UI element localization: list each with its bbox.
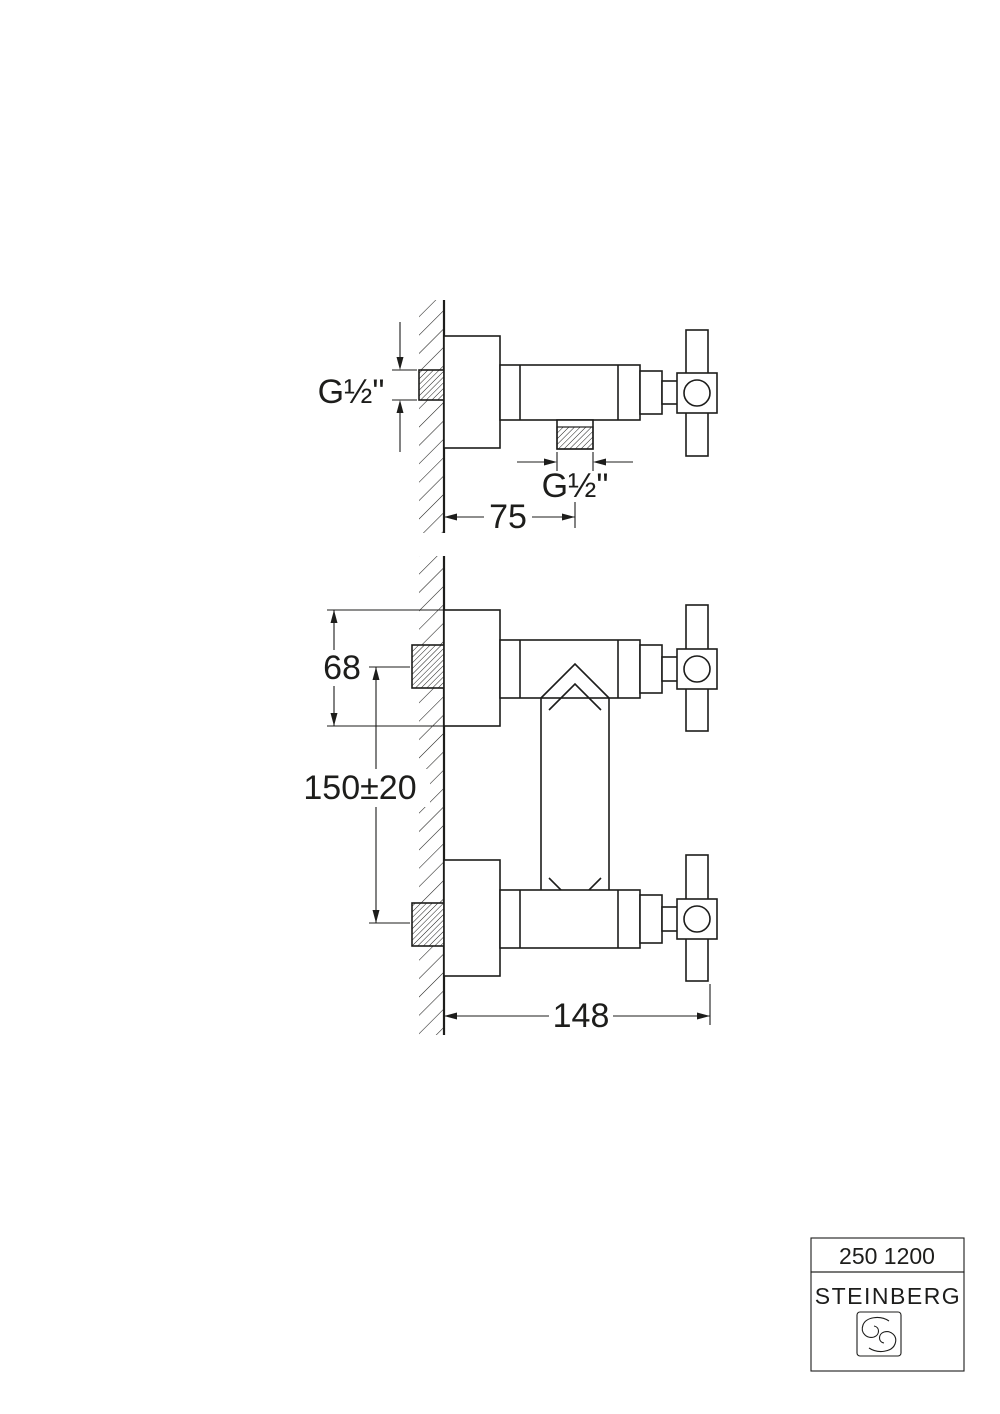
break-chevron-top-inner (548, 682, 602, 711)
wall-hatch (419, 300, 444, 533)
flange-dim-label: 68 (323, 649, 361, 687)
handle-hub (676, 372, 718, 414)
wall-thread-label: G½" (318, 373, 385, 411)
wall-nipple-top (411, 644, 445, 689)
mixer-column (540, 662, 610, 926)
depth-dim-label: 75 (489, 498, 527, 536)
overall-dim-label: 148 (553, 997, 610, 1035)
steinberg-logo-icon (856, 1311, 902, 1357)
top-elbow (443, 604, 718, 732)
wall-nipple (418, 369, 445, 401)
wall-flange (443, 335, 501, 449)
handle-hub-circle (683, 905, 711, 933)
wall-flange (443, 609, 501, 727)
handle-hub (676, 648, 718, 690)
dimension-spacing-150: 150±20 (290, 666, 430, 924)
wall-nipple-bottom (411, 902, 445, 947)
valve-body (499, 889, 641, 949)
dimension-wall-thread: G½" (318, 322, 417, 452)
valve-bonnet (639, 644, 663, 694)
bottom-elbow (443, 854, 718, 982)
title-block: 250 1200 STEINBERG (810, 1237, 965, 1372)
dimension-depth-75: 75 (444, 498, 576, 536)
outlet-stub (556, 419, 594, 450)
dimension-flange-68: 68 (318, 609, 444, 727)
dimension-outlet-thread: G½" (517, 452, 633, 505)
cross-handle (676, 329, 718, 457)
spacing-dim-label: 150±20 (303, 769, 416, 807)
front-view: 68 150±20 148 (290, 556, 718, 1035)
dimension-overall-148: 148 (444, 984, 711, 1035)
handle-hub-circle (683, 655, 711, 683)
brand-name: STEINBERG (815, 1283, 961, 1309)
wall-flange (443, 859, 501, 977)
valve-bonnet (639, 370, 663, 415)
outlet-thread-label: G½" (542, 467, 609, 505)
valve-body (499, 364, 641, 421)
handle-hub-circle (683, 379, 711, 407)
handle-hub (676, 898, 718, 940)
model-number: 250 1200 (839, 1243, 935, 1269)
valve-bonnet (639, 894, 663, 944)
top-view: G½" G½" 75 (318, 300, 718, 536)
break-chevron-top (540, 662, 610, 699)
brand-cell (810, 1271, 965, 1372)
